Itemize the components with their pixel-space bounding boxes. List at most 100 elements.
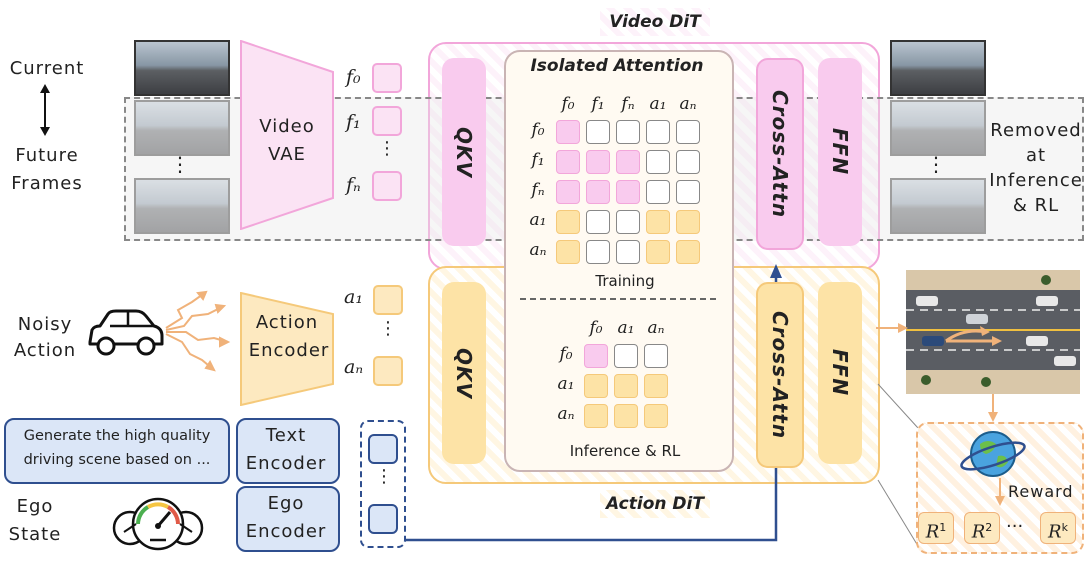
reward-rk: Rk — [1040, 512, 1076, 544]
reward-r1-base: R — [925, 521, 940, 543]
output-frame-current — [890, 40, 986, 96]
train-cell-0-1 — [586, 120, 610, 144]
train-cell-3-1 — [586, 210, 610, 234]
noisy-label-1: Noisy — [17, 314, 73, 335]
ego-encoder-label-2: Encoder — [245, 521, 327, 542]
train-cell-2-4 — [676, 180, 700, 204]
reward-r2: R2 — [964, 512, 1000, 544]
reward-r2-base: R — [971, 521, 986, 543]
ego-encoder-label-1: Ego — [267, 493, 305, 514]
video-vae-label-2: VAE — [268, 144, 306, 165]
token-label-fn: fₙ — [346, 174, 361, 196]
attention-divider — [520, 298, 716, 300]
prompt-line-2: driving scene based on ... — [23, 452, 211, 468]
train-cell-0-0 — [556, 120, 580, 144]
car-icon — [84, 306, 166, 362]
bev-road-scene — [906, 270, 1080, 394]
output-frames-vdots: ⋮ — [926, 152, 946, 176]
removed-label-1: Removed — [990, 120, 1082, 141]
inf-cell-0-2 — [644, 344, 668, 368]
video-tokens-vdots: ⋮ — [378, 138, 396, 159]
reward-r1: R1 — [918, 512, 954, 544]
train-cell-4-4 — [676, 240, 700, 264]
current-label: Current — [9, 58, 85, 79]
video-vae-trapezoid — [240, 39, 334, 231]
noise-arrows-icon — [162, 288, 234, 374]
token-f0 — [372, 63, 402, 93]
video-ffn-block: FFN — [818, 58, 862, 246]
condition-tokens-vdots: ⋮ — [375, 466, 393, 487]
condition-token-1 — [368, 434, 398, 464]
globe-icon — [958, 426, 1028, 482]
ego-state-label-1: Ego — [16, 496, 54, 517]
condition-tokens-column — [360, 420, 406, 548]
ego-state-label-2: State — [8, 524, 62, 545]
action-ffn-label: FFN — [828, 349, 852, 397]
removed-label-4: & RL — [1012, 195, 1060, 216]
train-cell-4-3 — [646, 240, 670, 264]
token-a1 — [373, 285, 403, 315]
video-qkv-label: QKV — [452, 126, 476, 178]
train-cell-2-1 — [586, 180, 610, 204]
video-cross-attn-label: Cross-Attn — [768, 89, 792, 219]
inf-cell-1-1 — [614, 374, 638, 398]
inf-cell-0-0 — [584, 344, 608, 368]
frames-vdots: ⋮ — [170, 152, 190, 176]
inf-cell-2-0 — [584, 404, 608, 428]
action-cross-attn-label: Cross-Attn — [768, 310, 792, 440]
inf-row-label-1: a₁ — [557, 374, 575, 394]
projection-lines — [876, 380, 920, 550]
text-encoder-label-1: Text — [265, 425, 307, 446]
frame-thumbnail-future-n — [134, 178, 230, 234]
reward-ellipsis: ··· — [1006, 516, 1024, 537]
action-encoder-label-2: Encoder — [248, 340, 330, 361]
train-cell-1-2 — [616, 150, 640, 174]
train-cell-0-3 — [646, 120, 670, 144]
token-an — [373, 356, 403, 386]
train-row-label-1: f₁ — [531, 150, 545, 170]
action-dit-title: Action DiT — [600, 490, 710, 518]
training-caption: Training — [595, 272, 655, 290]
isolated-attention-title: Isolated Attention — [530, 56, 704, 76]
text-encoder-box — [236, 418, 340, 484]
current-future-arrow — [37, 84, 53, 136]
inf-cell-0-1 — [614, 344, 638, 368]
future-label-1: Future — [15, 145, 79, 166]
inf-cell-2-2 — [644, 404, 668, 428]
train-cell-2-0 — [556, 180, 580, 204]
train-cell-1-0 — [556, 150, 580, 174]
reward-arrow — [994, 478, 1006, 506]
condition-token-2 — [368, 504, 398, 534]
train-cell-0-4 — [676, 120, 700, 144]
future-label-2: Frames — [11, 173, 83, 194]
token-label-an: aₙ — [344, 356, 364, 378]
train-cell-3-2 — [616, 210, 640, 234]
train-cell-2-2 — [616, 180, 640, 204]
train-cell-4-2 — [616, 240, 640, 264]
token-label-f0: f₀ — [346, 66, 361, 88]
train-col-label-0: f₀ — [561, 94, 575, 114]
action-qkv-block: QKV — [442, 282, 486, 464]
train-cell-1-4 — [676, 150, 700, 174]
output-frame-future-1 — [890, 100, 986, 156]
train-cell-1-3 — [646, 150, 670, 174]
ego-encoder-box — [236, 486, 340, 552]
train-col-label-1: f₁ — [591, 94, 605, 114]
train-cell-4-1 — [586, 240, 610, 264]
removed-label-3: Inference — [989, 170, 1083, 191]
train-cell-3-3 — [646, 210, 670, 234]
frame-thumbnail-future-1 — [134, 100, 230, 156]
token-f1 — [372, 106, 402, 136]
train-row-label-0: f₀ — [531, 120, 545, 140]
train-row-label-2: fₙ — [531, 180, 545, 200]
action-tokens-vdots: ⋮ — [379, 318, 397, 339]
train-cell-2-3 — [646, 180, 670, 204]
reward-label: Reward — [1008, 482, 1074, 501]
action-cross-attn-block: Cross-Attn — [756, 282, 804, 468]
train-col-label-4: aₙ — [679, 94, 697, 114]
prompt-line-1: Generate the high quality — [23, 428, 211, 444]
action-to-scene-arrow — [876, 320, 908, 334]
removed-label-2: at — [1025, 145, 1047, 166]
inf-cell-1-0 — [584, 374, 608, 398]
train-cell-0-2 — [616, 120, 640, 144]
